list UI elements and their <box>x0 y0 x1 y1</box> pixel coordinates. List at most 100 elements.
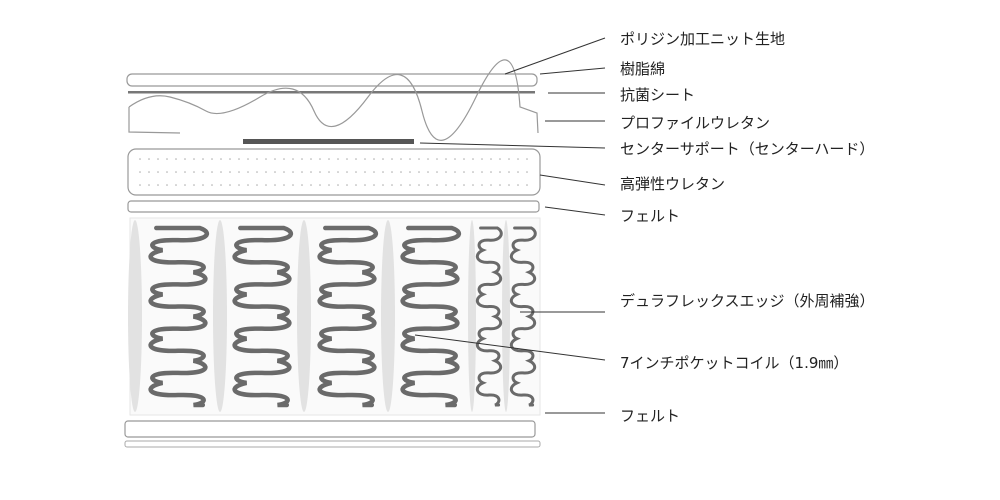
dot <box>418 158 420 160</box>
dot <box>436 158 438 160</box>
dot <box>382 171 384 173</box>
dot <box>211 171 213 173</box>
dot <box>247 171 249 173</box>
label-felt-top: フェルト <box>620 207 680 225</box>
dot <box>211 184 213 186</box>
dot <box>310 171 312 173</box>
felt-top-layer <box>127 200 540 213</box>
bottom-cover-layer <box>124 440 541 448</box>
dot <box>373 158 375 160</box>
dot <box>517 184 519 186</box>
dot <box>400 158 402 160</box>
dot <box>166 158 168 160</box>
dot <box>265 184 267 186</box>
dot <box>256 171 258 173</box>
dot <box>274 158 276 160</box>
label-dura-flex-edge: デュラフレックスエッジ（外周補強） <box>620 292 875 310</box>
dot <box>238 171 240 173</box>
label-resin-cotton: 樹脂綿 <box>620 60 665 78</box>
dot <box>247 184 249 186</box>
dot <box>400 171 402 173</box>
dot <box>409 158 411 160</box>
dot <box>373 171 375 173</box>
dot <box>184 184 186 186</box>
dot <box>292 184 294 186</box>
dot <box>202 171 204 173</box>
dot <box>346 184 348 186</box>
dot <box>382 184 384 186</box>
dot <box>220 158 222 160</box>
dot <box>382 158 384 160</box>
dot <box>139 184 141 186</box>
dot <box>472 184 474 186</box>
dot <box>427 171 429 173</box>
dot <box>400 184 402 186</box>
dot <box>355 184 357 186</box>
dot <box>445 184 447 186</box>
dot <box>517 158 519 160</box>
dot <box>391 158 393 160</box>
dot <box>418 184 420 186</box>
dot <box>337 171 339 173</box>
dot <box>508 171 510 173</box>
dot <box>283 184 285 186</box>
label-antibacterial-sheet: 抗菌シート <box>620 86 695 104</box>
dot <box>310 184 312 186</box>
label-profile-urethane: プロファイルウレタン <box>620 114 770 132</box>
dot <box>292 158 294 160</box>
dot <box>166 171 168 173</box>
dot <box>508 184 510 186</box>
dot <box>283 158 285 160</box>
dot <box>256 158 258 160</box>
coil-separator <box>128 220 142 412</box>
dot <box>202 158 204 160</box>
dot <box>301 184 303 186</box>
dot <box>508 158 510 160</box>
dot <box>427 158 429 160</box>
dot <box>391 171 393 173</box>
dot <box>157 184 159 186</box>
dot <box>301 171 303 173</box>
dot <box>463 171 465 173</box>
dot <box>445 171 447 173</box>
dot <box>220 171 222 173</box>
dot <box>391 184 393 186</box>
dot <box>328 184 330 186</box>
dot <box>274 171 276 173</box>
dot <box>409 171 411 173</box>
label-cover: ポリジン加工ニット生地 <box>620 30 785 48</box>
dot <box>499 184 501 186</box>
dot <box>139 158 141 160</box>
dot <box>355 158 357 160</box>
dot <box>193 171 195 173</box>
label-felt-bottom: フェルト <box>620 407 680 425</box>
dot <box>319 184 321 186</box>
dot <box>202 184 204 186</box>
edge-coil <box>509 226 537 407</box>
dot <box>481 184 483 186</box>
coil-separator <box>297 220 311 412</box>
dot <box>301 158 303 160</box>
dot <box>229 158 231 160</box>
dot <box>409 184 411 186</box>
cover-layer <box>126 73 538 87</box>
dot <box>238 184 240 186</box>
pocket-coil <box>148 225 210 408</box>
dot <box>157 158 159 160</box>
dot <box>166 184 168 186</box>
dot <box>175 171 177 173</box>
dot <box>292 171 294 173</box>
label-high-resilience-urethane: 高弾性ウレタン <box>620 175 725 193</box>
dot <box>373 184 375 186</box>
dot <box>490 171 492 173</box>
dot <box>472 158 474 160</box>
dot <box>526 184 528 186</box>
pocket-coil <box>317 225 379 408</box>
dot <box>499 158 501 160</box>
leader-lines <box>414 37 606 414</box>
label-pocket-coil: 7インチポケットコイル（1.9㎜） <box>620 354 848 372</box>
dot <box>265 171 267 173</box>
dot <box>274 184 276 186</box>
pocket-coil <box>232 225 294 408</box>
